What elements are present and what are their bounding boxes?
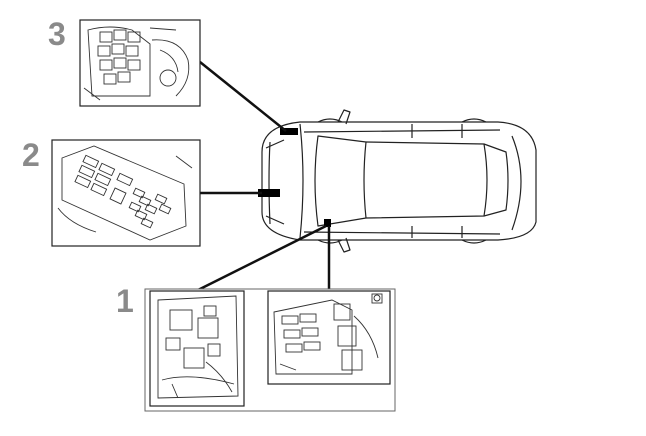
- location-marker-icon: [258, 189, 280, 197]
- fuse-box-detail-3: [79, 19, 201, 107]
- fuse-box-detail-1-right: [267, 290, 391, 385]
- fuse-box-detail-2: [51, 139, 201, 247]
- callout-number-3: 3: [48, 16, 66, 52]
- location-marker-icon: [280, 128, 298, 135]
- car-top-view-icon: [261, 109, 537, 253]
- leader-lines: [195, 61, 331, 293]
- callout-number-2: 2: [22, 137, 40, 173]
- fuse-relay-box-icon: [57, 145, 193, 241]
- fuse-box-detail-1-left: [149, 290, 245, 407]
- fuse-relay-box-icon: [83, 26, 190, 101]
- callout-number-1: 1: [116, 283, 134, 319]
- relay-icon: [273, 293, 383, 375]
- relay-icon: [157, 295, 239, 399]
- location-marker-icon: [324, 219, 331, 227]
